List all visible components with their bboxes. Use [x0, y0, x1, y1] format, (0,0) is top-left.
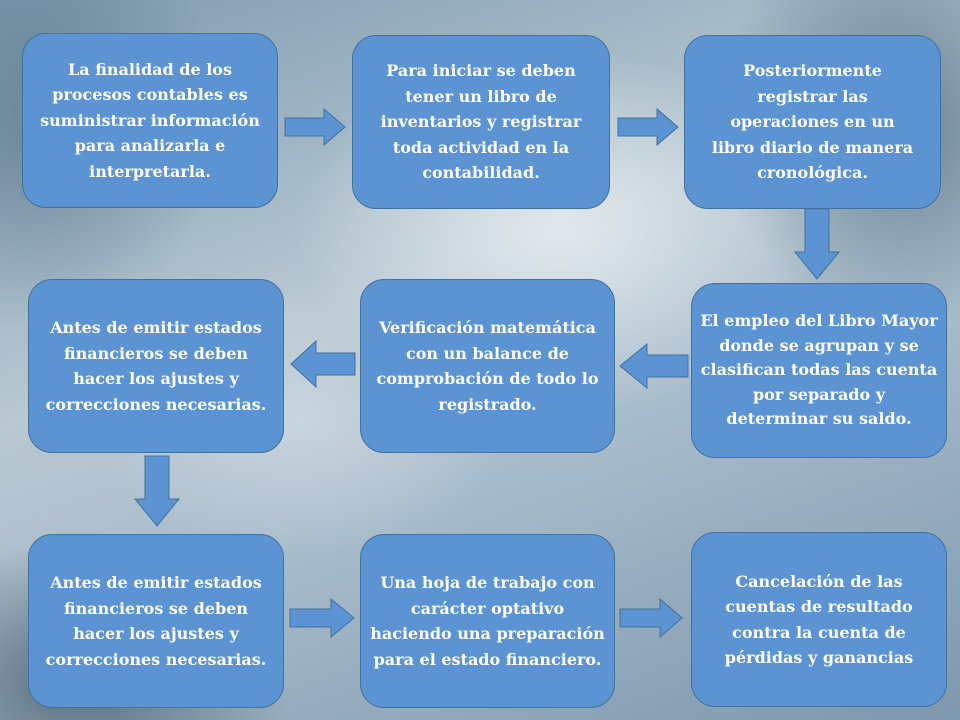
- arrow-left-icon: [290, 340, 356, 388]
- step-8-box: Una hoja de trabajo con carácter optativ…: [360, 534, 615, 708]
- step-5-box: Verificación matemática con un balance d…: [360, 279, 615, 453]
- arrow-right-icon: [289, 598, 355, 638]
- step-5-text: Verificación matemática con un balance d…: [376, 318, 599, 414]
- step-7-text: Antes de emitir estados financieros se d…: [45, 573, 267, 669]
- step-3-text: Posteriormente registrar las operaciones…: [711, 61, 914, 183]
- step-1-box: La finalidad de los procesos contables e…: [22, 33, 278, 208]
- step-9-box: Cancelación de las cuentas de resultado …: [691, 532, 947, 707]
- arrow-left-icon: [619, 343, 689, 389]
- step-6-box: Antes de emitir estados financieros se d…: [28, 279, 284, 453]
- step-1-text: La finalidad de los procesos contables e…: [40, 59, 260, 181]
- step-2-box: Para iniciar se deben tener un libro de …: [352, 35, 610, 209]
- arrow-right-icon: [619, 598, 683, 638]
- step-2-text: Para iniciar se deben tener un libro de …: [380, 61, 582, 183]
- step-7-box: Antes de emitir estados financieros se d…: [28, 534, 284, 708]
- step-6-text: Antes de emitir estados financieros se d…: [45, 318, 267, 414]
- step-9-text: Cancelación de las cuentas de resultado …: [724, 571, 914, 668]
- arrow-right-icon: [617, 108, 679, 146]
- step-3-box: Posteriormente registrar las operaciones…: [684, 35, 941, 209]
- step-4-text: El empleo del Libro Mayor donde se agrup…: [700, 311, 938, 429]
- arrow-down-icon: [794, 208, 840, 280]
- step-4-box: El empleo del Libro Mayor donde se agrup…: [691, 283, 947, 458]
- arrow-down-icon: [134, 455, 180, 527]
- arrow-right-icon: [284, 108, 346, 146]
- step-8-text: Una hoja de trabajo con carácter optativ…: [370, 573, 605, 669]
